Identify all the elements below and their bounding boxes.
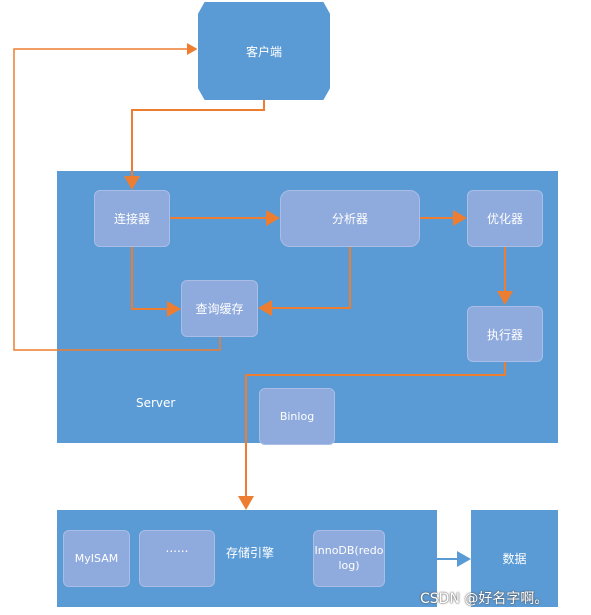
executor-label: 执行器: [486, 327, 523, 342]
cache-to-client-return-arrow: [13, 43, 221, 351]
binlog-node: Binlog: [259, 388, 335, 445]
analyzer-node: 分析器: [280, 190, 420, 247]
client-node: 客户端: [198, 2, 330, 100]
server-label: Server: [136, 396, 176, 410]
data-box: 数据: [471, 510, 558, 607]
storage-engine-label: 存储引擎: [226, 546, 275, 560]
connector-to-cache-arrow: [131, 247, 181, 317]
ellipsis-label: ......: [165, 541, 189, 555]
ellipsis-node: ......: [139, 530, 215, 587]
watermark: CSDN @好名字啊。: [420, 591, 549, 607]
executor-node: 执行器: [467, 306, 543, 362]
query-cache-label: 查询缓存: [195, 302, 244, 316]
client-to-connector-arrow: [124, 100, 265, 190]
data-label: 数据: [502, 552, 527, 566]
analyzer-label: 分析器: [331, 212, 368, 226]
binlog-label: Binlog: [279, 410, 315, 423]
analyzer-to-cache-arrow: [258, 247, 351, 316]
optimizer-node: 优化器: [467, 190, 543, 247]
connector-node: 连接器: [94, 190, 170, 247]
optimizer-label: 优化器: [486, 212, 523, 226]
client-label: 客户端: [245, 44, 282, 59]
innodb-node: InnoDB(redo log): [313, 530, 385, 587]
myisam-label: MyISAM: [74, 552, 119, 565]
executor-to-storage-arrow: [238, 362, 506, 510]
connector-label: 连接器: [113, 212, 150, 226]
query-cache-node: 查询缓存: [181, 280, 258, 337]
myisam-node: MyISAM: [63, 530, 130, 587]
innodb-label: InnoDB(redo log): [314, 544, 384, 572]
